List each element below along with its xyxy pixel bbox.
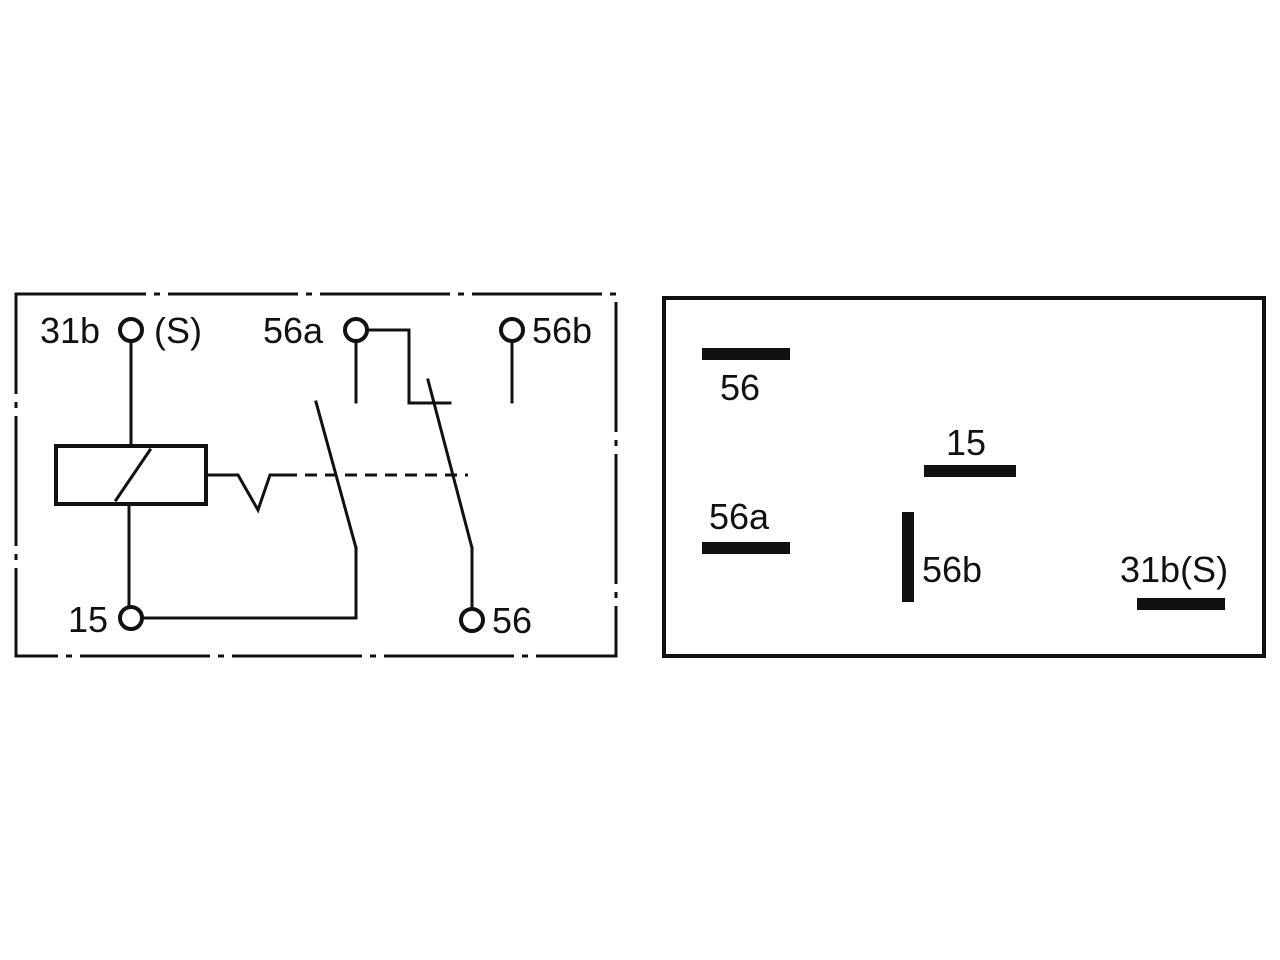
label-56a: 56a (263, 310, 324, 351)
terminal-56b (499, 317, 525, 343)
blade-56b (902, 512, 914, 602)
coil-slash (113, 447, 153, 503)
pin-label-31b-s: 31b(S) (1120, 549, 1228, 590)
pin-label-56a: 56a (709, 496, 770, 537)
switch-blade-a (314, 400, 358, 550)
label-31b: 31b (40, 310, 100, 351)
terminal-56 (459, 607, 485, 633)
terminal-31b (118, 317, 144, 343)
blade-56 (702, 348, 790, 360)
label-s: (S) (154, 310, 202, 351)
pin-label-56: 56 (720, 367, 760, 408)
blade-31b-s (1137, 598, 1225, 610)
terminal-15 (118, 605, 144, 631)
linkage-spring (204, 473, 287, 514)
relay-pinout: 56 15 56a 56b 31b(S) (662, 296, 1266, 658)
pin-label-15: 15 (946, 422, 986, 463)
label-56: 56 (492, 600, 532, 641)
label-15: 15 (68, 599, 108, 640)
switch-blade-b (426, 378, 474, 550)
pin-label-56b: 56b (922, 549, 982, 590)
blade-15 (924, 465, 1016, 477)
label-56b: 56b (532, 310, 592, 351)
blade-56a (702, 542, 790, 554)
pinout-frame (662, 296, 1266, 658)
schematic-frame (14, 292, 618, 658)
wire-56a-contact (366, 328, 452, 405)
relay-schematic: 31b (S) 56a 56b 15 56 (14, 292, 618, 658)
terminal-56a (343, 317, 369, 343)
relay-coil (54, 444, 208, 506)
